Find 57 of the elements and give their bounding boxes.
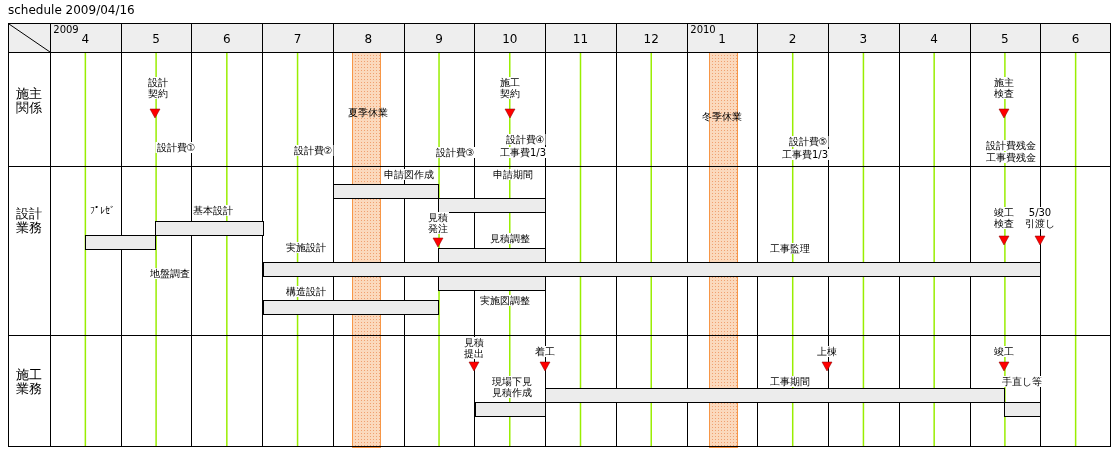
milestone-label: 見積提出 bbox=[463, 337, 485, 359]
month-label: 9 bbox=[435, 33, 443, 47]
task-label: 構造設計 bbox=[285, 286, 327, 297]
month-label: 1 bbox=[718, 33, 726, 47]
milestone-label: 見積発注 bbox=[427, 212, 449, 234]
payment-label: 設計費⑤ bbox=[787, 136, 829, 147]
task-label: 手直し等 bbox=[1001, 376, 1043, 387]
payment-label: 設計費④ bbox=[504, 134, 546, 145]
gantt-bar bbox=[263, 262, 1041, 277]
milestone-label: 着工 bbox=[534, 346, 556, 357]
milestone-label: 竣工検査 bbox=[993, 207, 1015, 229]
gantt-bar bbox=[438, 198, 546, 213]
milestone-label: 竣工 bbox=[993, 346, 1015, 357]
gantt-bar bbox=[1004, 402, 1041, 417]
payment-label: 設計費③ bbox=[434, 147, 476, 158]
gantt-bar bbox=[263, 300, 439, 315]
chart-title: schedule 2009/04/16 bbox=[8, 3, 135, 17]
month-label: 5 bbox=[152, 33, 160, 47]
gantt-bar bbox=[85, 235, 156, 250]
milestone-label: 上棟 bbox=[816, 346, 838, 357]
month-label: 3 bbox=[859, 33, 868, 47]
payment-label: 設計費残金 bbox=[985, 140, 1037, 151]
gantt-bar bbox=[545, 388, 1005, 403]
month-label: 4 bbox=[81, 33, 90, 47]
gantt-bar bbox=[438, 248, 546, 263]
month-label: 2 bbox=[788, 33, 797, 47]
milestone-label: 施工契約 bbox=[499, 77, 521, 99]
month-label: 7 bbox=[293, 33, 302, 47]
task-label: 実施設計 bbox=[285, 242, 327, 253]
month-label: 10 bbox=[502, 33, 518, 47]
month-label: 8 bbox=[364, 33, 373, 47]
payment-label: 設計費② bbox=[292, 145, 334, 156]
month-label: 6 bbox=[223, 33, 231, 47]
date-label: 5/30 bbox=[1027, 207, 1053, 218]
task-label: ﾌﾟﾚｾﾞ bbox=[89, 205, 115, 216]
month-label: 5 bbox=[1001, 33, 1009, 47]
milestone-label: 施主検査 bbox=[993, 77, 1015, 99]
gantt-bar bbox=[333, 184, 439, 199]
month-label: 6 bbox=[1071, 33, 1080, 47]
payment-label: 設計費① bbox=[155, 142, 197, 153]
row-header: 施主関係 bbox=[16, 87, 42, 116]
task-label: 現場下見見積作成 bbox=[491, 376, 533, 398]
milestone-label: 設計契約 bbox=[147, 77, 169, 99]
task-label: 地盤調査 bbox=[149, 268, 191, 279]
gantt-bar bbox=[155, 221, 264, 236]
month-label: 4 bbox=[930, 33, 938, 47]
task-label: 申請図作成 bbox=[383, 169, 435, 180]
month-label: 11 bbox=[572, 33, 589, 47]
payment-label: 工事費残金 bbox=[985, 152, 1037, 163]
milestone-label: 引渡し bbox=[1024, 218, 1056, 229]
payment-label: 工事費1/3 bbox=[780, 149, 830, 160]
row-header: 施工業務 bbox=[16, 368, 42, 397]
gantt-bar bbox=[438, 276, 546, 291]
gantt-bar bbox=[475, 402, 546, 417]
month-label: 12 bbox=[643, 33, 659, 47]
year-label: 2009 bbox=[53, 24, 79, 35]
payment-label: 工事費1/3 bbox=[498, 147, 548, 158]
